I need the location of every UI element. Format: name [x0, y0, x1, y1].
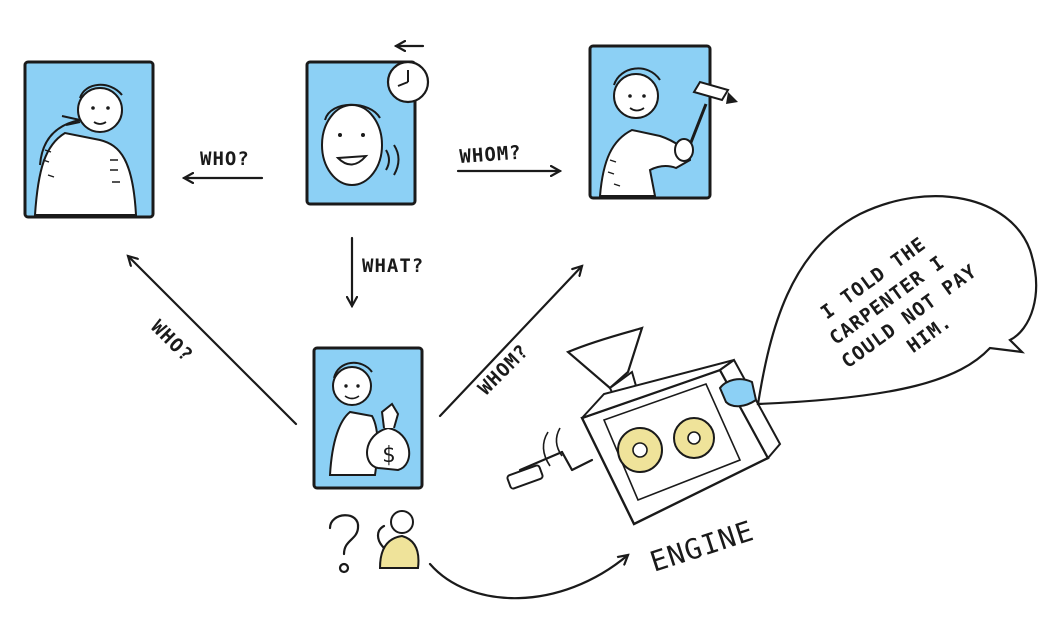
carpenter-with-hammer-icon	[598, 67, 738, 197]
person-pointing-at-self-icon	[33, 83, 138, 216]
speaking-face-icon	[321, 103, 400, 186]
label-who-top: WHO?	[200, 148, 250, 170]
label-whom-top: WHOM?	[459, 142, 523, 168]
label-what: WHAT?	[362, 255, 424, 277]
arrow-whom-diag	[438, 266, 582, 418]
label-who-diag: WHO?	[146, 316, 197, 367]
arrow-to-engine	[428, 555, 628, 600]
grinder-engine-icon	[506, 326, 782, 526]
panel-money: $	[312, 346, 424, 490]
panel-carpenter	[588, 44, 738, 200]
panel-speaker	[305, 46, 430, 206]
clock-icon	[386, 60, 430, 104]
person-with-money-bag-icon: $	[328, 362, 411, 476]
arrows	[128, 171, 628, 600]
svg-text:$: $	[382, 443, 396, 468]
arrow-who-diag	[128, 256, 298, 426]
speech-bubble: I TOLD THE CARPENTER I COULD NOT PAY HIM…	[756, 195, 1038, 406]
label-engine: ENGINE	[646, 514, 758, 578]
thinking-person-icon	[376, 510, 420, 569]
panel-self	[23, 60, 155, 219]
question-mark-icon	[328, 514, 360, 574]
